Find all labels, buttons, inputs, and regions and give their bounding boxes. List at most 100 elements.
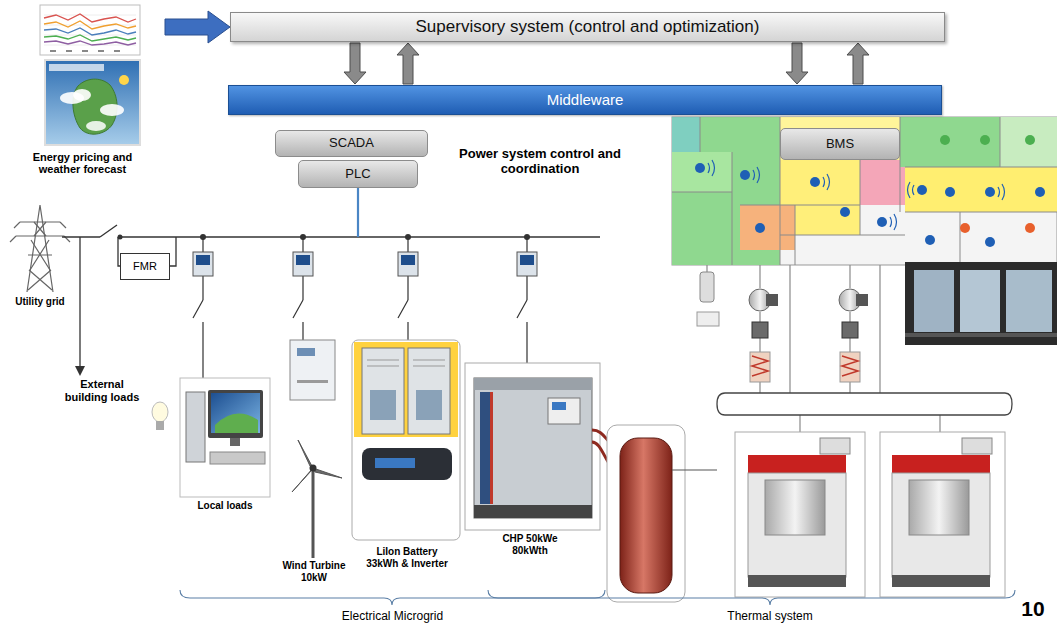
power-meter xyxy=(401,255,415,265)
chp-unit xyxy=(465,363,600,530)
gas-boiler xyxy=(909,480,969,535)
power-meter xyxy=(398,252,418,276)
computer-icon xyxy=(230,438,240,446)
price-chart xyxy=(44,35,136,41)
wireless-symbol xyxy=(908,182,915,198)
battery-system xyxy=(354,342,458,437)
battery-system xyxy=(362,348,404,434)
power-meter xyxy=(193,252,537,276)
computer-icon xyxy=(208,390,263,438)
battery-system xyxy=(375,458,415,468)
load-label: External building loads xyxy=(58,378,146,403)
gas-boiler xyxy=(735,432,865,597)
wind-turbine xyxy=(297,348,315,356)
computer-icon xyxy=(180,378,270,497)
weather-map xyxy=(73,89,91,101)
price-chart xyxy=(44,28,136,35)
wind-turbine xyxy=(292,440,342,492)
pump-icon xyxy=(856,294,868,306)
battery-system xyxy=(352,340,460,540)
group-brace xyxy=(180,590,1015,605)
subsystem-caption: Power system control and coordination xyxy=(455,147,625,177)
bulb-icon xyxy=(152,402,168,422)
power-meter xyxy=(520,255,534,265)
price-chart xyxy=(40,5,140,55)
window-photo xyxy=(905,262,1057,345)
heat-meter xyxy=(840,352,860,382)
sensor-dot xyxy=(840,207,850,217)
chp-unit xyxy=(548,398,580,424)
weather-map xyxy=(86,121,106,131)
block-arrow xyxy=(847,43,869,84)
bulb-icon xyxy=(156,421,164,430)
forecast-panel: Energy pricing and weather forecast xyxy=(0,0,165,176)
heat-meter xyxy=(750,352,860,382)
window-photo xyxy=(914,270,954,332)
power-meter xyxy=(293,252,313,276)
floor-plan xyxy=(900,117,1000,167)
heat-meter xyxy=(750,352,770,382)
occupancy-dot xyxy=(960,223,970,233)
sensor-dot xyxy=(695,163,1045,247)
wind-turbine xyxy=(310,465,317,472)
floor-plan xyxy=(1000,117,1057,167)
group-label: Thermal system xyxy=(700,610,840,624)
battery-system xyxy=(367,360,445,366)
pump-icon xyxy=(749,289,868,311)
wireless-symbol xyxy=(708,160,1005,230)
bulb-icon xyxy=(152,402,168,430)
device-label: Wind Turbine 10kW xyxy=(278,560,350,583)
power-meter xyxy=(517,252,537,276)
price-chart xyxy=(44,15,136,45)
heating-header xyxy=(717,393,1012,415)
sensor-dot xyxy=(695,163,705,173)
gas-boiler xyxy=(962,438,992,454)
computer-icon xyxy=(211,393,260,433)
battery-system xyxy=(362,448,452,480)
box-label: Supervisory system (control and optimiza… xyxy=(416,17,760,37)
gas-boiler xyxy=(892,473,990,577)
sensor-dot xyxy=(1035,187,1045,197)
block-arrow xyxy=(397,43,419,84)
wind-turbine xyxy=(290,340,335,400)
occupancy-dot xyxy=(1025,223,1035,233)
battery-system xyxy=(408,348,450,434)
device-label: CHP 50kWe 80kWth xyxy=(490,533,570,556)
box-label: FMR xyxy=(133,260,157,273)
floor-plan xyxy=(780,117,900,160)
box-label: SCADA xyxy=(329,136,374,151)
switch-contact xyxy=(75,234,530,376)
power-bus xyxy=(62,236,100,237)
feeder xyxy=(203,276,527,300)
sensor-dot xyxy=(917,185,927,195)
heat-meter xyxy=(752,356,768,376)
transmission-tower xyxy=(10,222,70,242)
floor-plan xyxy=(672,117,700,152)
block-arrow xyxy=(344,43,366,84)
switch-contact xyxy=(118,235,123,240)
middleware-bar: Middleware xyxy=(228,85,942,115)
chp-unit xyxy=(490,392,493,504)
device-label: LiIon Battery 33kWh & Inverter xyxy=(366,546,448,569)
gas-boiler xyxy=(748,455,846,473)
occupancy-dot xyxy=(980,135,990,145)
chp-unit xyxy=(474,505,592,518)
computer-icon xyxy=(210,452,265,464)
floor-plan xyxy=(672,152,732,192)
room-sensor xyxy=(700,272,714,302)
power-bus xyxy=(170,237,176,266)
window-photo xyxy=(905,333,1057,337)
wind-turbine xyxy=(312,470,315,558)
room-sensor xyxy=(697,272,719,326)
chp-unit xyxy=(474,378,592,518)
wind-turbine xyxy=(297,380,328,383)
power-meter xyxy=(196,255,210,265)
page-number: 10 xyxy=(1016,597,1050,621)
battery-system xyxy=(352,340,460,540)
battery-system xyxy=(416,390,442,420)
floor-plan xyxy=(672,117,1057,265)
price-chart xyxy=(44,21,136,29)
sensor-dot xyxy=(755,223,765,233)
feeder xyxy=(193,300,527,318)
transmission-tower xyxy=(16,222,64,255)
